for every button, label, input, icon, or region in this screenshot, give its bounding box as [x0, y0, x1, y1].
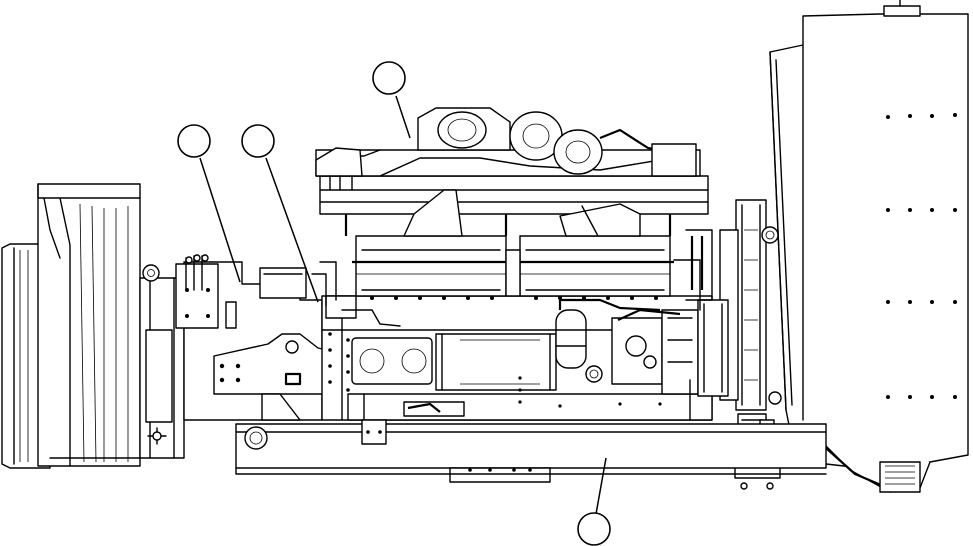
piping — [311, 259, 701, 421]
base-frame — [235, 419, 827, 483]
cylinder-heads — [319, 175, 713, 319]
callout-2-leader — [199, 157, 241, 283]
callout-1-circle — [372, 61, 406, 95]
callout-3-leader — [265, 157, 319, 303]
fan-drive — [719, 199, 782, 411]
callout-4-leader — [595, 457, 607, 515]
callout-3-circle — [241, 124, 275, 158]
callout-4-circle — [577, 512, 611, 546]
callouts — [177, 61, 611, 546]
turbochargers — [315, 107, 701, 191]
generator — [1, 183, 185, 469]
radiator-bolts — [886, 113, 957, 399]
engine-block — [321, 295, 729, 421]
callout-2-circle — [177, 124, 211, 158]
callout-1-leader — [395, 95, 411, 139]
radiator-assembly — [734, 0, 969, 493]
flywheel-housing — [175, 254, 337, 421]
